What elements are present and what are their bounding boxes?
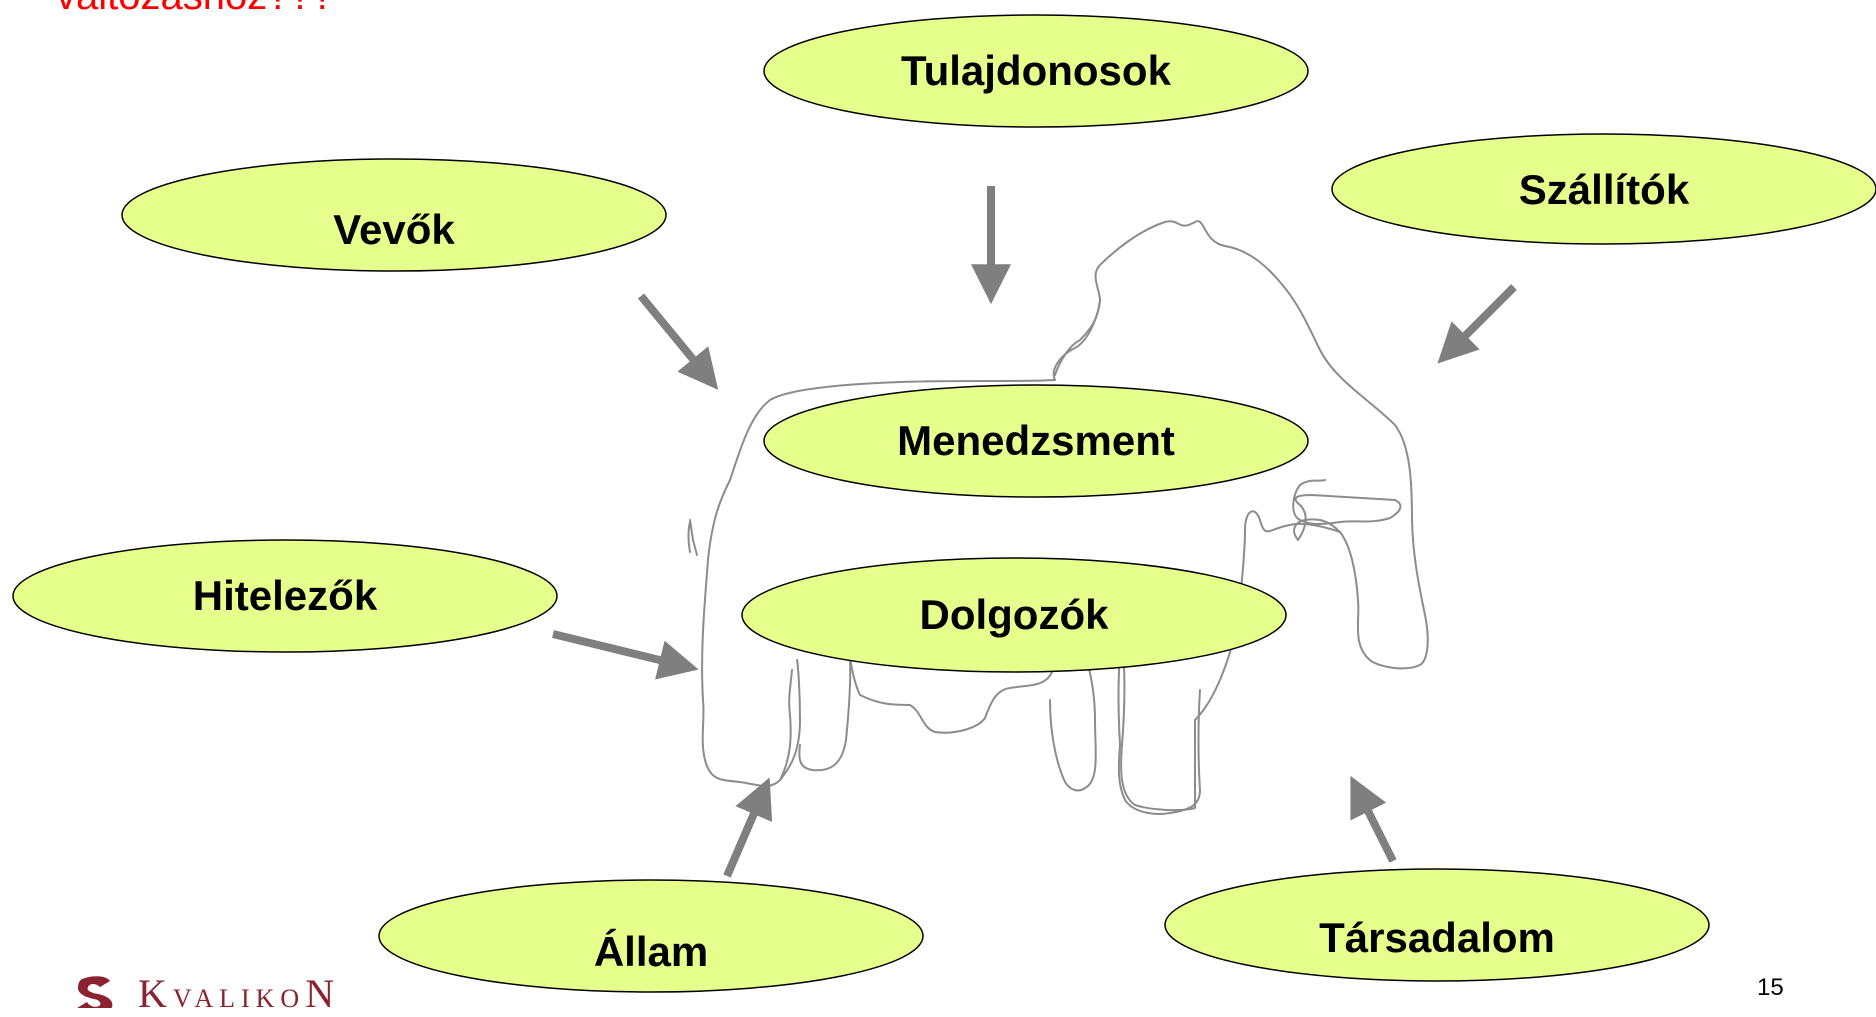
node-label-dolgozok: Dolgozók [920,591,1110,638]
node-tarsadalom: Társadalom [1165,869,1709,981]
node-label-szallitok: Szállítók [1519,166,1690,213]
node-hitelezok: Hitelezők [13,540,557,652]
page-number: 15 [1757,974,1784,1002]
node-allam: Állam [379,880,923,992]
logo-first-letter: K [138,971,173,1016]
arrow-tarsadalom-to-elephant [1359,793,1393,861]
node-label-tulajdonosok: Tulajdonosok [901,47,1172,94]
arrow-hitelezok-to-dolgozok [553,634,680,665]
company-logo: KVALIKON [76,970,340,1017]
logo-middle-letters: VALIKO [173,984,305,1013]
node-label-tarsadalom: Társadalom [1319,914,1555,961]
node-menedzsment: Menedzsment [764,385,1308,497]
arrow-allam-to-elephant [727,795,762,876]
arrow-szallitok-to-menedzsment [1451,287,1514,350]
node-dolgozok: Dolgozók [742,558,1286,672]
node-label-allam: Állam [594,928,708,975]
stakeholder-nodes: Tulajdonosok Szállítók Vevők Menedzsment… [13,15,1876,992]
node-tulajdonosok: Tulajdonosok [764,15,1308,127]
arrow-vevok-to-menedzsment [641,296,706,375]
elephant-outline-drawing [689,221,1428,814]
node-vevok: Vevők [122,159,666,271]
node-label-hitelezok: Hitelezők [193,572,378,619]
node-szallitok: Szállítók [1332,134,1876,244]
node-label-vevok: Vevők [333,206,455,253]
logo-text: KVALIKON [138,970,340,1017]
logo-last-letter: N [305,971,340,1016]
arrows [553,186,1514,876]
node-label-menedzsment: Menedzsment [897,417,1175,464]
